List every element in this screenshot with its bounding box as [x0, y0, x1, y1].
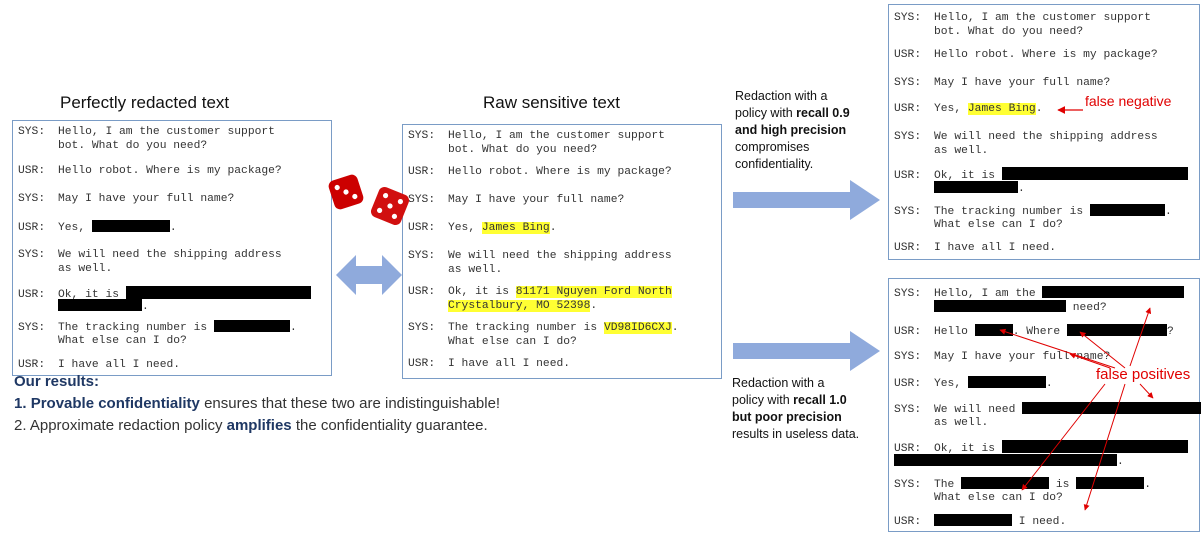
- dialog-line: SYS:May I have your full name?: [894, 351, 1111, 363]
- double-arrow-icon: [336, 255, 402, 295]
- right-arrow-icon: [733, 331, 880, 371]
- dialog-line: USR: I need.: [894, 514, 1067, 528]
- result-1: 1. Provable confidentiality ensures that…: [14, 395, 501, 412]
- dialog-line: What else can I do?: [934, 492, 1063, 504]
- dialog-line: USR:Ok, it is: [894, 440, 1188, 456]
- dialog-line: USR:Yes, James Bing.: [894, 103, 1043, 115]
- redaction-block: [1089, 204, 1165, 216]
- dialog-line: Crystalbury, MO 52398.: [448, 300, 598, 312]
- sensitive-address: Crystalbury, MO 52398: [448, 300, 591, 312]
- dialog-line: SYS:May I have your full name?: [408, 194, 625, 206]
- dialog-line: What else can I do?: [448, 336, 577, 348]
- redaction-block: [1001, 167, 1188, 180]
- recall-1.0-panel: SYS:Hello, I am the need? USR:Hello . Wh…: [888, 278, 1201, 532]
- redaction-block: [1066, 324, 1167, 336]
- dialog-line: SYS:Hello, I am the customer support: [18, 126, 275, 138]
- dialog-line: USR:Yes, .: [894, 376, 1053, 390]
- raw-text-panel: SYS:Hello, I am the customer support bot…: [402, 124, 722, 379]
- redaction-block: [967, 376, 1046, 388]
- redaction-block: [934, 514, 1012, 526]
- redaction-block: [1022, 402, 1201, 414]
- dialog-line: as well.: [58, 263, 113, 275]
- dialog-line: SYS:The tracking number is VD98ID6CXJ.: [408, 322, 679, 334]
- dialog-line: SYS:We will need the shipping address: [894, 131, 1158, 143]
- dialog-line: SYS:The tracking number is .: [18, 320, 297, 334]
- recall-0.9-note: Redaction with a policy with recall 0.9 …: [735, 89, 850, 171]
- dialog-line: as well.: [934, 145, 989, 157]
- false-positives-label: false positives: [1096, 366, 1191, 383]
- dialog-line: bot. What do you need?: [448, 144, 598, 156]
- false-positives-pointers: [999, 307, 1154, 511]
- dialog-line: SYS:The tracking number is .: [894, 204, 1172, 218]
- raw-title: Raw sensitive text: [483, 93, 620, 112]
- redacted-text-panel: SYS:Hello, I am the customer support bot…: [12, 120, 332, 376]
- dialog-line: SYS:Hello, I am the customer support: [894, 12, 1151, 24]
- dialog-line: SYS:We will need: [894, 402, 1201, 417]
- redaction-block: [58, 299, 142, 311]
- results-heading: Our results:: [14, 373, 100, 390]
- false-negative-label: false negative: [1085, 93, 1172, 109]
- dialog-line: .: [894, 454, 1124, 469]
- leaked-name: James Bing: [967, 103, 1036, 115]
- dialog-line: USR:Ok, it is: [18, 286, 311, 302]
- dialog-line: What else can I do?: [58, 335, 187, 347]
- redaction-block: [91, 220, 170, 232]
- dialog-line: USR:Ok, it is 81171 Nguyen Ford North: [408, 286, 672, 298]
- dialog-line: USR:Ok, it is: [894, 167, 1188, 183]
- redaction-block: [1001, 440, 1188, 453]
- dialog-line: SYS:We will need the shipping address: [18, 249, 282, 261]
- sensitive-address: 81171 Nguyen Ford North: [515, 286, 672, 298]
- redaction-block: [1042, 286, 1185, 298]
- results-section: Our results: 1. Provable confidentiality…: [14, 371, 500, 437]
- result-2: 2. Approximate redaction policy amplifie…: [14, 417, 488, 434]
- dialog-line: USR:Hello robot. Where is my package?: [894, 49, 1158, 61]
- dialog-line: USR:I have all I need.: [18, 359, 181, 371]
- dialog-line: bot. What do you need?: [934, 26, 1084, 38]
- dice-icon: [328, 174, 410, 226]
- dialog-line: What else can I do?: [934, 219, 1063, 231]
- redaction-block: [894, 454, 1117, 466]
- redaction-block: [125, 286, 311, 299]
- redaction-block: [1076, 477, 1145, 489]
- redaction-block: [213, 320, 290, 332]
- sensitive-name: James Bing: [481, 222, 550, 234]
- redaction-block: [934, 300, 1066, 312]
- dialog-line: as well.: [448, 264, 503, 276]
- recall-0.9-panel: SYS:Hello, I am the customer support bot…: [888, 4, 1200, 260]
- dialog-line: need?: [894, 300, 1107, 315]
- dialog-line: USR:I have all I need.: [894, 242, 1057, 254]
- right-arrow-icon: [733, 180, 880, 220]
- dialog-line: SYS:May I have your full name?: [18, 193, 235, 205]
- dialog-line: USR:Hello robot. Where is my package?: [408, 166, 672, 178]
- dialog-line: SYS:Hello, I am the: [894, 286, 1185, 301]
- dialog-line: SYS:May I have your full name?: [894, 77, 1111, 89]
- dialog-line: USR:Hello robot. Where is my package?: [18, 165, 282, 177]
- dialog-line: SYS:Hello, I am the customer support: [408, 130, 665, 142]
- dialog-line: .: [18, 299, 149, 314]
- dialog-line: SYS:We will need the shipping address: [408, 250, 672, 262]
- dialog-line: USR:Yes, James Bing.: [408, 222, 557, 234]
- dialog-line: USR:Hello . Where ?: [894, 324, 1174, 338]
- dialog-line: USR:I have all I need.: [408, 358, 571, 370]
- dialog-line: bot. What do you need?: [58, 140, 208, 152]
- recall-1.0-note: Redaction with a policy with recall 1.0 …: [732, 376, 860, 441]
- redaction-block: [934, 181, 1018, 193]
- dialog-line: USR:Yes, .: [18, 220, 177, 234]
- redacted-title: Perfectly redacted text: [60, 93, 230, 112]
- sensitive-tracking: VD98ID6CXJ: [603, 322, 672, 334]
- dialog-line: as well.: [934, 417, 989, 429]
- dialog-line: .: [894, 181, 1025, 196]
